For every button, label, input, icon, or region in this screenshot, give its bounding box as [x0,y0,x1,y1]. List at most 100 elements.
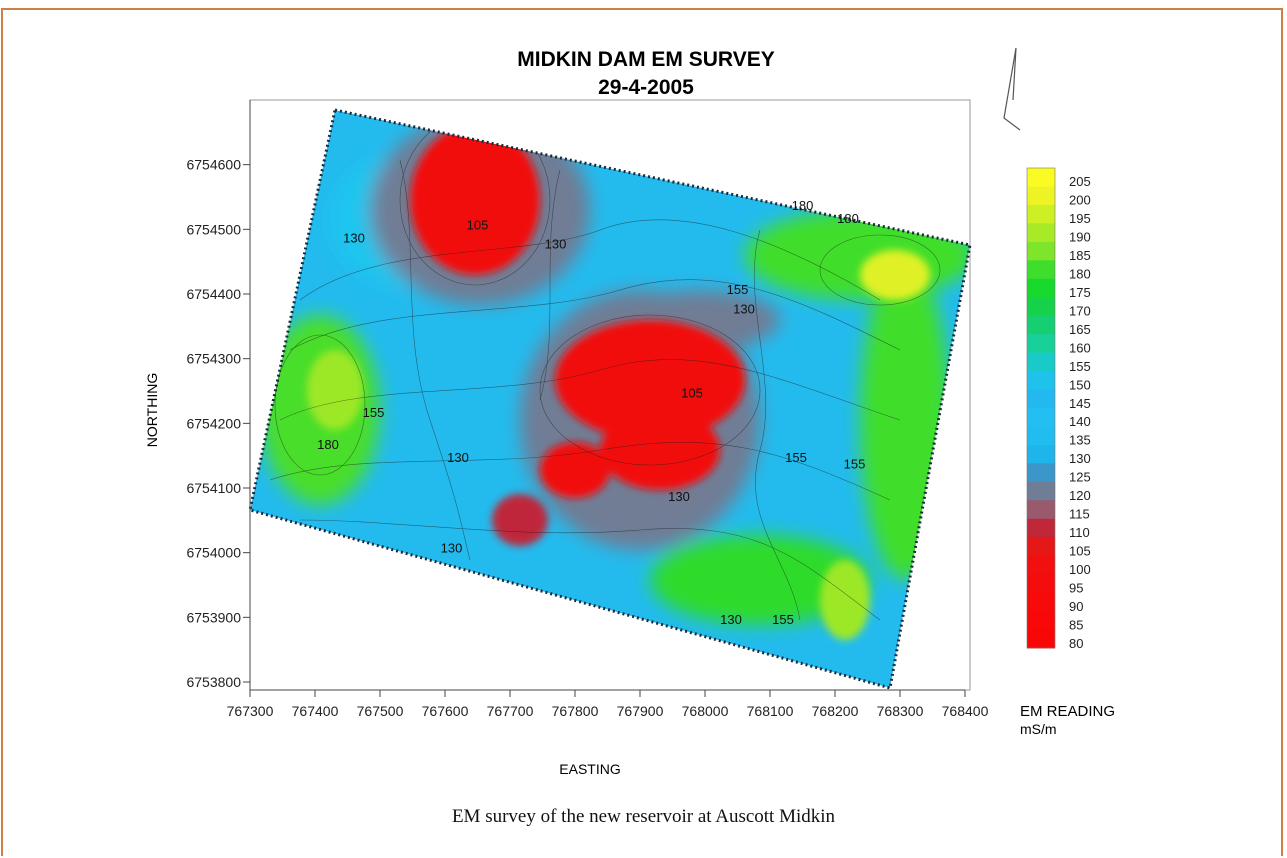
x-tick-label: 768200 [812,703,859,719]
legend-border [1026,167,1056,649]
contour-label: 130 [545,237,567,252]
x-tick-label: 768100 [747,703,794,719]
zone-red-central [555,320,745,440]
legend-swatch [1027,408,1055,427]
legend-swatch [1027,444,1055,464]
legend-label: 100 [1069,562,1091,577]
legend-swatch [1027,481,1055,501]
legend-label: 150 [1069,377,1091,392]
contour-label: 130 [720,612,742,627]
legend-swatch [1027,352,1055,372]
legend-swatch [1027,500,1055,520]
y-tick-label: 6754400 [186,286,241,302]
figure-frame [1,8,1283,856]
y-axis-label: NORTHING [144,373,160,447]
legend-swatch [1027,611,1055,631]
legend-swatch [1027,315,1055,335]
contour-label: 105 [467,217,489,232]
x-tick-label: 767800 [552,703,599,719]
legend-label: 135 [1069,433,1091,448]
legend-swatch [1027,592,1055,612]
zone-yellow-northeast [860,250,930,300]
legend-label: 155 [1069,359,1091,374]
y-tick-label: 6754000 [186,545,241,561]
contour-labels: 105 130 130 155 130 180 180 155 180 130 105 130 130 1… [317,198,865,627]
legend-label: 130 [1069,451,1091,466]
zone-green-southeast [650,535,870,625]
legend-label: 180 [1069,267,1091,282]
contour-label: 180 [317,437,339,452]
x-tick-label: 768400 [942,703,989,719]
contour-label: 180 [837,211,859,226]
legend-label: 145 [1069,396,1091,411]
y-axis: 6753800 6753900 6754000 6754100 6754200 67543… [186,100,251,690]
zone-red-south [540,442,610,498]
y-tick-label: 6754500 [186,221,241,237]
color-legend: 2052001951901851801751701651601551501451… [1026,167,1091,651]
y-tick-label: 6753900 [186,609,241,625]
legend-label: 115 [1069,507,1090,522]
zone-red-central-south [600,410,720,490]
legend-label: 90 [1069,599,1083,614]
legend-swatch [1027,241,1055,261]
contour-label: 155 [785,450,807,465]
legend-label: 105 [1069,543,1091,558]
x-axis-label: EASTING [559,761,620,777]
legend-swatch [1027,278,1055,298]
legend-label: 185 [1069,248,1091,263]
legend-title: EM READING [1020,703,1115,720]
contour-label: 105 [681,385,703,400]
zone-darkred-south [492,494,548,546]
contour-label: 130 [447,450,469,465]
legend-swatch [1027,223,1055,243]
x-tick-label: 767700 [487,703,534,719]
x-tick-label: 767900 [617,703,664,719]
legend-label: 195 [1069,211,1091,226]
legend-swatch [1027,426,1055,446]
contour-label: 180 [792,198,814,213]
x-tick-label: 768300 [877,703,924,719]
y-tick-label: 6754300 [186,351,241,367]
contour-label: 130 [733,301,755,316]
y-tick-label: 6754100 [186,480,241,496]
contour-label: 155 [844,457,866,472]
legend-swatch [1027,629,1055,649]
legend-label: 140 [1069,414,1091,429]
legend-swatch [1027,204,1055,224]
contour-label: 130 [668,489,690,504]
contour-label: 130 [441,541,463,556]
legend-label: 165 [1069,322,1091,337]
legend-label: 85 [1069,617,1083,632]
legend-label: 170 [1069,303,1091,318]
legend-swatch [1027,574,1055,594]
x-tick-label: 768000 [682,703,729,719]
contour-lines [269,114,941,621]
y-tick-label: 6754600 [186,157,241,173]
legend-label: 205 [1069,174,1091,189]
legend-label: 200 [1069,193,1091,208]
legend-swatch [1027,334,1055,354]
contour-label: 130 [343,230,365,245]
legend-label: 120 [1069,488,1091,503]
legend-label: 110 [1069,525,1090,540]
contour-label: 155 [727,282,749,297]
legend-label: 190 [1069,230,1091,245]
legend-swatch [1027,168,1055,187]
legend-swatch [1027,371,1055,391]
legend-swatch [1027,463,1055,483]
zone-lightgreen-west [307,350,363,430]
legend-label: 125 [1069,470,1091,485]
legend-label: 175 [1069,285,1091,300]
y-tick-label: 6754200 [186,415,241,431]
x-tick-label: 767400 [292,703,339,719]
legend-swatch [1027,260,1055,280]
x-tick-label: 767300 [227,703,274,719]
contour-label: 155 [363,405,385,420]
x-tick-label: 767500 [357,703,404,719]
legend-label: 95 [1069,580,1083,595]
survey-map [250,110,970,688]
y-tick-label: 6753800 [186,674,241,690]
legend-swatch [1027,186,1055,206]
